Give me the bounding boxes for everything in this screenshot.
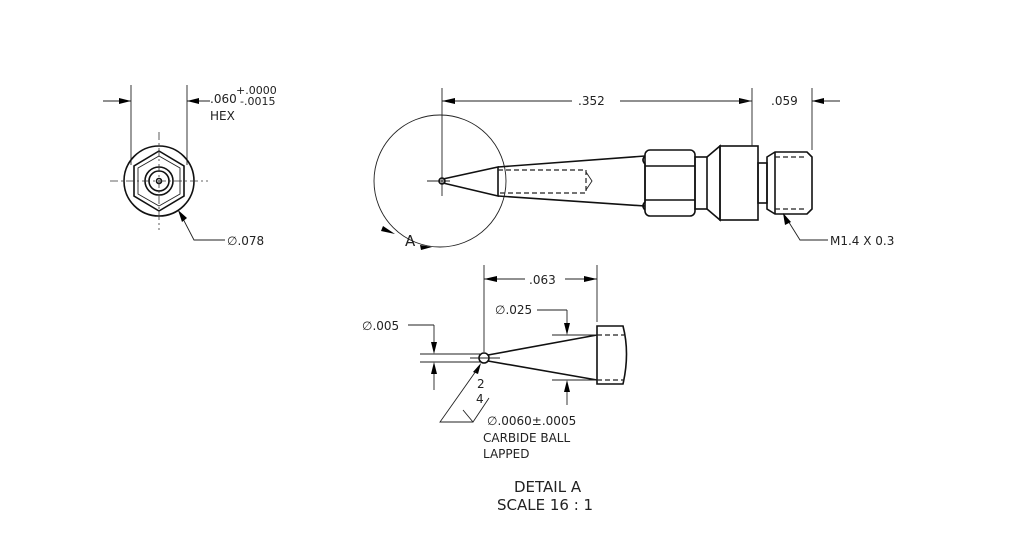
ball-material: CARBIDE BALL: [483, 431, 570, 445]
arrow-icon: [187, 98, 199, 104]
hex-dim-value: .060: [210, 92, 237, 106]
hex-tol-minus: -.0015: [240, 95, 275, 108]
thread-length-dim: .059: [771, 94, 798, 108]
dia-005-label: ∅.005: [362, 319, 399, 333]
overall-length-dim: .352: [578, 94, 605, 108]
thread-callout: M1.4 X 0.3: [830, 234, 894, 248]
ball-spec: ∅.0060±.0005: [487, 414, 576, 428]
diameter-078-label: ∅.078: [227, 234, 264, 248]
detail-title: DETAIL A: [514, 478, 582, 496]
hex-tol-plus: +.0000: [236, 84, 277, 97]
ball-finish: LAPPED: [483, 447, 529, 461]
detail-view: [408, 265, 628, 423]
dia-025-label: ∅.025: [495, 303, 532, 317]
side-view: [373, 88, 840, 250]
surface-finish-bottom: 4: [476, 392, 484, 406]
surface-finish-top: 2: [477, 377, 485, 391]
detail-marker-a: A: [405, 232, 416, 250]
arrow-icon: [119, 98, 131, 104]
end-view: [103, 85, 225, 241]
hex-label: HEX: [210, 109, 235, 123]
detail-length-dim: .063: [529, 273, 556, 287]
detail-scale: SCALE 16 : 1: [497, 496, 593, 514]
